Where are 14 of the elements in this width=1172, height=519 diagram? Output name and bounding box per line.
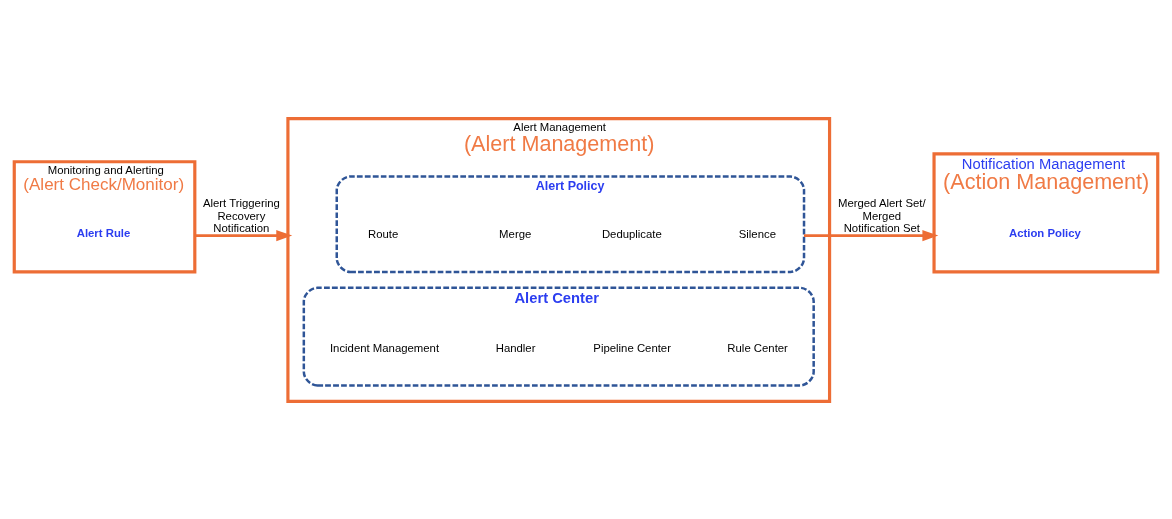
- edge-label: Merged Alert Set/ Merged Notification Set: [837, 196, 926, 234]
- node-text: Handler: [495, 341, 536, 354]
- node-text: Merge: [499, 227, 532, 240]
- arrow: [804, 229, 939, 241]
- node-text: Route: [367, 227, 399, 240]
- node-text: Action Policy: [1008, 226, 1081, 239]
- node-text: Incident Management: [329, 341, 440, 354]
- node-text: Alert Rule: [76, 226, 131, 239]
- node-text: Pipeline Center: [593, 341, 671, 354]
- node-text: Deduplicate: [601, 227, 662, 240]
- edge-label: Alert Triggering Recovery Notification: [202, 196, 280, 234]
- node-text: Silence: [738, 227, 776, 240]
- node-text: Rule Center: [727, 341, 788, 354]
- arrow: [194, 229, 293, 241]
